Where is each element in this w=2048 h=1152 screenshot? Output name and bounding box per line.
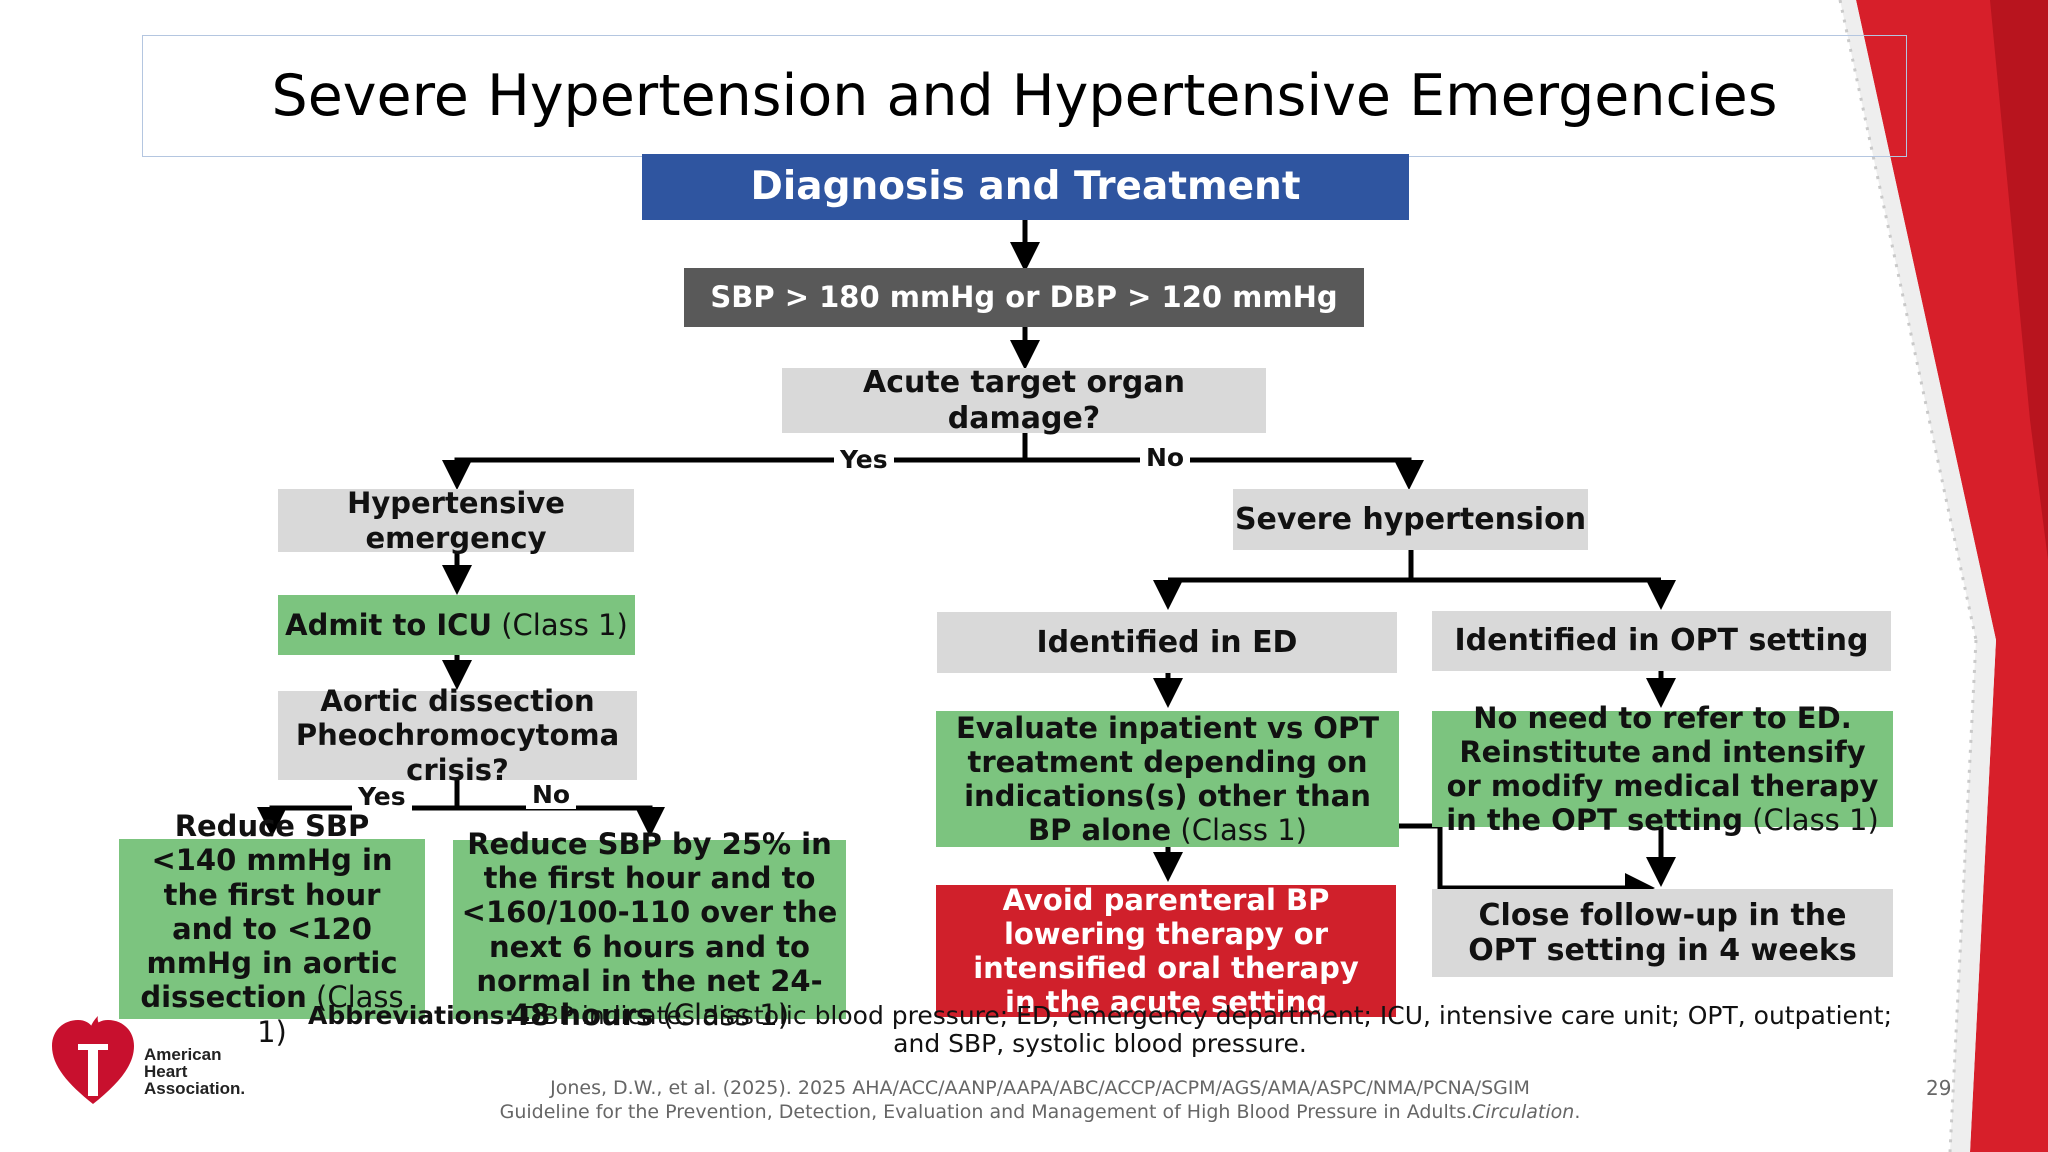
evaluate-inpatient-class: (Class 1) [1171,813,1307,848]
abbreviations-text: DBP indicates diastolic blood pressure; … [514,1001,1892,1058]
no-need-refer-text: No need to refer to ED. Reinstitute and … [1446,700,1879,838]
page-title: Severe Hypertension and Hypertensive Eme… [271,63,1778,129]
aha-logo-text: American Heart Association. [144,1046,245,1097]
abbreviations-footnote: Abbreviations: DBP indicates diastolic b… [290,1002,1910,1058]
hypertensive-emergency-box: Hypertensive emergency [278,486,634,555]
no-label-damage: No [1140,443,1191,472]
severe-hypertension-box: Severe hypertension [1233,489,1588,550]
reduce-sbp-25-class: (Class 1) [653,997,790,1032]
no-need-refer-box: No need to refer to ED. Reinstitute and … [1432,701,1893,837]
reduce-sbp-140-text: Reduce SBP <140 mmHg in the first hour a… [140,809,398,1015]
reduce-sbp-140-class: (Class 1) [257,980,404,1049]
close-follow-up-box: Close follow-up in the OPT setting in 4 … [1432,889,1893,977]
evaluate-inpatient-box: Evaluate inpatient vs OPT treatment depe… [936,711,1399,847]
admit-icu-box: Admit to ICU (Class 1) [278,595,635,655]
aha-heart-torch-icon [52,1016,134,1104]
reduce-sbp-25-text: Reduce SBP by 25% in the first hour and … [461,826,838,1032]
abbreviations-label: Abbreviations: [308,1001,515,1030]
target-organ-damage-box: Acute target organ damage? [782,365,1266,436]
yes-label-aortic: Yes [352,782,412,811]
admit-icu-text: Admit to ICU [285,607,492,642]
decorative-red-band [1838,0,2048,1152]
reduce-sbp-140-box: Reduce SBP <140 mmHg in the first hour a… [119,809,425,1049]
logo-line2: Heart [144,1062,188,1081]
sbp-criteria-box: SBP > 180 mmHg or DBP > 120 mmHg [684,268,1364,327]
yes-label-damage: Yes [834,445,894,474]
header-diagnosis-treatment: Diagnosis and Treatment [642,154,1409,220]
no-label-aortic: No [526,780,577,809]
page-number: 29 [1926,1076,1952,1100]
citation-journal: Circulation [1472,1101,1575,1124]
citation-end: . [1574,1101,1581,1124]
citation-line1: Jones, D.W., et al. (2025). 2025 AHA/ACC… [550,1077,1530,1099]
admit-icu-class: (Class 1) [492,607,628,642]
evaluate-inpatient-text: Evaluate inpatient vs OPT treatment depe… [955,710,1379,848]
no-need-refer-class: (Class 1) [1742,803,1879,838]
logo-line1: American [144,1045,222,1064]
identified-opt-box: Identified in OPT setting [1432,611,1891,671]
identified-ed-box: Identified in ED [937,612,1397,673]
citation: Jones, D.W., et al. (2025). 2025 AHA/ACC… [420,1076,1660,1125]
aortic-dissection-question-box: Aortic dissection Pheochromocytoma crisi… [278,684,637,787]
citation-line2: Guideline for the Prevention, Detection,… [499,1101,1473,1124]
logo-line3: Association. [144,1079,246,1098]
reduce-sbp-25-box: Reduce SBP by 25% in the first hour and … [453,827,846,1032]
avoid-parenteral-box: Avoid parenteral BP lowering therapy or … [936,885,1396,1017]
